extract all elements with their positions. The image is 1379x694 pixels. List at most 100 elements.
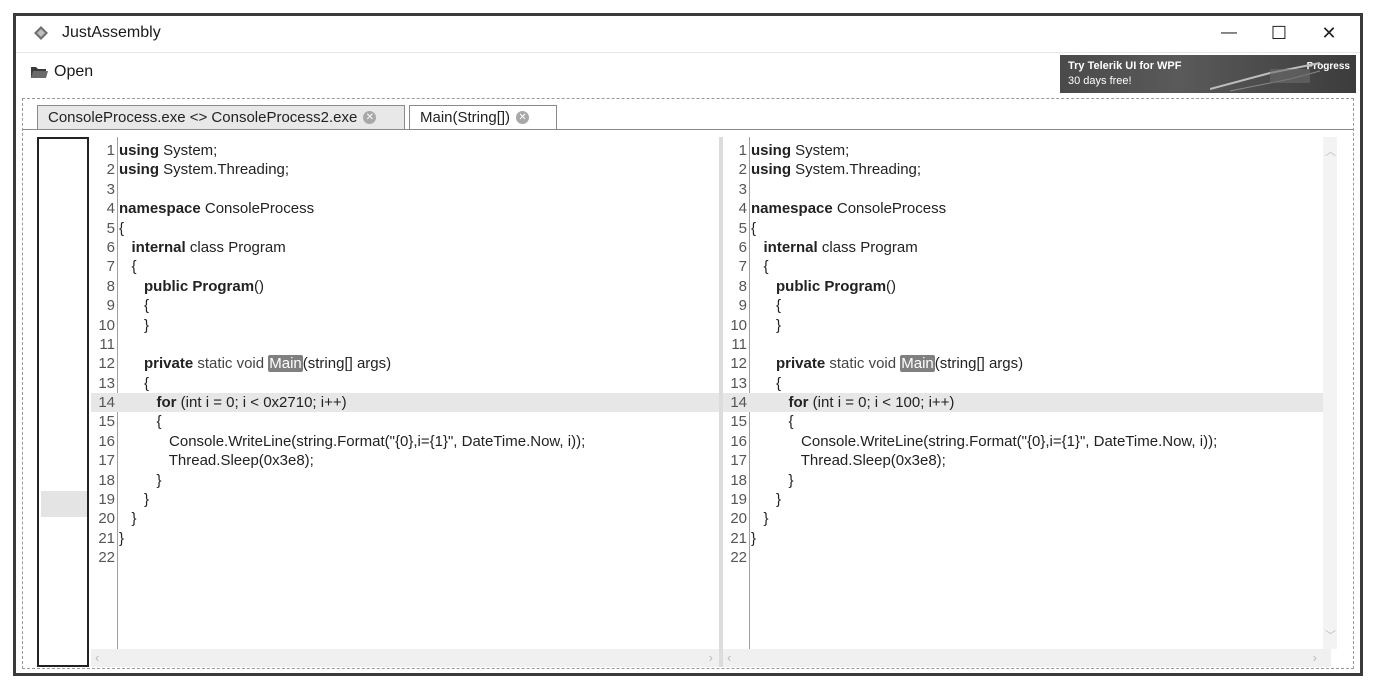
line-number: 14 — [730, 394, 747, 412]
code-token-mid: static void — [825, 355, 901, 373]
code-token-rest: } — [751, 529, 757, 547]
code-line[interactable]: 7 { — [91, 257, 719, 276]
telerik-ad-banner[interactable]: Try Telerik UI for WPF 30 days free! Pro… — [1060, 55, 1356, 93]
code-line[interactable]: 5{ — [91, 219, 719, 238]
code-token-kw: private — [144, 355, 194, 373]
code-line[interactable]: 8 public Program() — [723, 277, 1331, 296]
code-line[interactable]: 12 private static void Main(string[] arg… — [91, 354, 719, 373]
code-line[interactable]: 10 } — [723, 316, 1331, 335]
open-button[interactable]: Open — [30, 63, 93, 81]
code-text: } — [119, 490, 149, 509]
scroll-left-icon[interactable]: ‹ — [727, 650, 732, 665]
code-token-rest: class Program — [185, 238, 286, 256]
line-number: 4 — [106, 200, 115, 218]
horizontal-scrollbar[interactable]: ‹ › — [91, 649, 719, 667]
diff-marker[interactable] — [41, 491, 87, 517]
code-line[interactable]: 17 Thread.Sleep(0x3e8); — [723, 451, 1331, 470]
code-line[interactable]: 15 { — [723, 412, 1331, 431]
code-line[interactable]: 17 Thread.Sleep(0x3e8); — [91, 451, 719, 470]
horizontal-scrollbar[interactable]: ‹ › — [723, 649, 1331, 667]
code-text: { — [119, 296, 149, 315]
scroll-right-icon[interactable]: › — [1312, 650, 1317, 665]
scroll-down-icon[interactable]: ﹀ — [1325, 630, 1336, 642]
line-number: 8 — [106, 277, 115, 295]
code-token-kw: namespace — [119, 200, 201, 218]
code-line[interactable]: 3 — [723, 180, 1331, 199]
ad-line1: Try Telerik UI for WPF — [1068, 60, 1182, 72]
code-token-rest: System.Threading; — [159, 161, 290, 179]
code-token-indent — [119, 317, 144, 334]
code-line[interactable]: 11 — [723, 335, 1331, 354]
code-line[interactable]: 18 } — [91, 471, 719, 490]
code-text: } — [751, 316, 781, 335]
code-line[interactable]: 22 — [723, 548, 1331, 567]
code-token-kw: namespace — [751, 200, 833, 218]
code-line[interactable]: 21} — [91, 529, 719, 548]
code-line[interactable]: 3 — [91, 180, 719, 199]
code-line[interactable]: 9 { — [91, 296, 719, 315]
code-line[interactable]: 16 Console.WriteLine(string.Format("{0},… — [91, 432, 719, 451]
code-line[interactable]: 12 private static void Main(string[] arg… — [723, 354, 1331, 373]
vertical-scrollbar[interactable]: ︿ ﹀ — [1323, 137, 1337, 649]
code-token-rest: } — [763, 510, 769, 528]
code-token-main[interactable]: Main — [268, 355, 303, 373]
code-line[interactable]: 14 for (int i = 0; i < 0x2710; i++) — [91, 393, 719, 413]
code-token-rest: Console.WriteLine(string.Format("{0},i={… — [801, 432, 1218, 450]
code-token-main[interactable]: Main — [900, 355, 935, 373]
title-bar[interactable]: JustAssembly — ☐ ✕ — [16, 16, 1360, 50]
minimize-button[interactable]: — — [1204, 18, 1254, 48]
code-token-indent — [119, 433, 169, 450]
code-line[interactable]: 6 internal class Program — [723, 238, 1331, 257]
code-line[interactable]: 8 public Program() — [91, 277, 719, 296]
code-text: using System.Threading; — [751, 160, 921, 179]
code-line[interactable]: 18 } — [723, 471, 1331, 490]
code-line[interactable]: 19 } — [91, 490, 719, 509]
code-line[interactable]: 13 { — [723, 374, 1331, 393]
code-line[interactable]: 13 { — [91, 374, 719, 393]
code-line[interactable]: 14 for (int i = 0; i < 100; i++) — [723, 393, 1331, 413]
diff-overview-bar[interactable] — [37, 137, 89, 667]
code-token-rest: { — [776, 374, 782, 392]
scroll-left-icon[interactable]: ‹ — [95, 650, 100, 665]
code-line[interactable]: 7 { — [723, 257, 1331, 276]
code-line[interactable]: 16 Console.WriteLine(string.Format("{0},… — [723, 432, 1331, 451]
tab-assembly-compare[interactable]: ConsoleProcess.exe <> ConsoleProcess2.ex… — [37, 105, 405, 129]
close-button[interactable]: ✕ — [1304, 18, 1354, 48]
line-number: 5 — [106, 219, 115, 237]
tab-close-icon[interactable]: ✕ — [363, 111, 377, 124]
code-line[interactable]: 20 } — [91, 509, 719, 528]
tab-main-method[interactable]: Main(String[]) ✕ — [409, 105, 557, 129]
maximize-button[interactable]: ☐ — [1254, 18, 1304, 48]
code-line[interactable]: 11 — [91, 335, 719, 354]
code-line[interactable]: 9 { — [723, 296, 1331, 315]
tab-close-icon[interactable]: ✕ — [516, 111, 530, 124]
code-line[interactable]: 10 } — [91, 316, 719, 335]
comparison-area: ConsoleProcess.exe <> ConsoleProcess2.ex… — [22, 98, 1354, 669]
code-line[interactable]: 21} — [723, 529, 1331, 548]
line-number: 10 — [98, 316, 115, 334]
code-token-indent — [119, 239, 132, 256]
code-line[interactable]: 6 internal class Program — [91, 238, 719, 257]
code-token-indent — [119, 413, 157, 430]
code-line[interactable]: 20 } — [723, 509, 1331, 528]
scroll-right-icon[interactable]: › — [708, 650, 713, 665]
code-text: private static void Main(string[] args) — [751, 354, 1023, 373]
ad-graphic-icon — [1210, 62, 1320, 92]
line-number: 18 — [730, 471, 747, 489]
pane-splitter[interactable] — [719, 137, 723, 667]
code-text: } — [751, 471, 794, 490]
code-line[interactable]: 22 — [91, 548, 719, 567]
code-line[interactable]: 19 } — [723, 490, 1331, 509]
scroll-up-icon[interactable]: ︿ — [1325, 146, 1336, 158]
code-line[interactable]: 5{ — [723, 219, 1331, 238]
code-line[interactable]: 15 { — [91, 412, 719, 431]
